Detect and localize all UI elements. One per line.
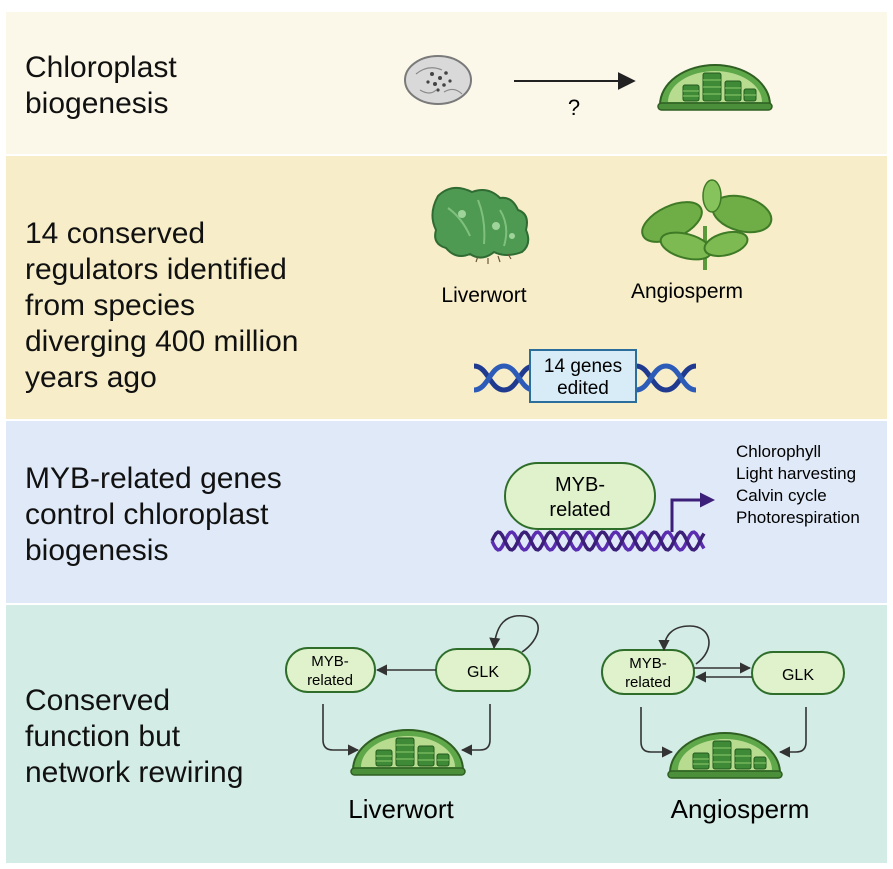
unknown-mechanism-label: ? xyxy=(568,95,580,120)
title-line: diverging 400 million xyxy=(25,325,299,358)
target-chlorophyll: Chlorophyll xyxy=(736,442,821,461)
liverwort-network-label: Liverwort xyxy=(348,794,454,824)
chloroplast-icon xyxy=(657,64,773,111)
angiosperm-glk-label: GLK xyxy=(782,667,814,684)
title-line: MYB-related genes xyxy=(25,462,282,495)
title-line: biogenesis xyxy=(25,87,169,120)
genes-edited-line-1: 14 genes xyxy=(544,356,622,377)
genes-edited-box xyxy=(529,349,637,403)
title-line: network rewiring xyxy=(25,756,244,789)
liverwort-myb-line-1: MYB- xyxy=(311,653,349,670)
proplastid-icon xyxy=(404,55,472,105)
title-line: 14 conserved xyxy=(25,217,206,250)
species-label-angiosperm: Angiosperm xyxy=(631,280,743,303)
liverwort-network: MYB- related GLK Liverwort xyxy=(285,615,539,824)
liverwort-glk-label: GLK xyxy=(467,664,499,681)
myb-factor-line-1: MYB- xyxy=(555,474,605,496)
panel-3-title: MYB-related genes control chloroplast bi… xyxy=(25,461,282,569)
target-calvin-cycle: Calvin cycle xyxy=(736,486,827,505)
genes-edited-line-2: edited xyxy=(557,378,609,399)
angiosperm-chloroplast-icon xyxy=(667,732,783,779)
liverwort-icon xyxy=(431,186,530,264)
dna-helix-right xyxy=(635,363,697,393)
angiosperm-network: MYB- related GLK Angiosperm xyxy=(601,625,845,824)
angiosperm-myb-line-1: MYB- xyxy=(629,655,667,672)
title-line: from species xyxy=(25,289,196,322)
target-light-harvesting: Light harvesting xyxy=(736,464,856,483)
liverwort-myb-line-2: related xyxy=(307,672,353,689)
panel-4-title: Conserved function but network rewiring xyxy=(25,683,243,791)
title-line: regulators identified xyxy=(25,253,287,286)
panel-2-title: 14 conserved regulators identified from … xyxy=(25,216,299,396)
angiosperm-glk-to-chloroplast-arrow xyxy=(778,707,807,758)
liverwort-chloroplast-icon xyxy=(350,729,466,776)
angiosperm-myb-node xyxy=(601,649,695,695)
angiosperm-myb-to-chloroplast-arrow xyxy=(640,707,674,758)
liverwort-glk-to-chloroplast-arrow xyxy=(460,704,491,756)
angiosperm-network-label: Angiosperm xyxy=(671,794,810,824)
liverwort-myb-to-chloroplast-arrow xyxy=(322,704,360,756)
title-line: control chloroplast xyxy=(25,498,269,531)
panel-myb-related-control: MYB-related genes control chloroplast bi… xyxy=(6,421,887,603)
angiosperm-icon xyxy=(641,179,773,270)
liverwort-glk-self-loop xyxy=(489,615,539,653)
myb-related-factor xyxy=(504,462,656,530)
angiosperm-myb-line-2: related xyxy=(625,674,671,691)
dna-helix-left xyxy=(473,363,535,393)
angiosperm-glk-node xyxy=(751,651,845,695)
promoter-arrow xyxy=(670,492,715,532)
myb-factor-line-2: related xyxy=(549,499,610,521)
liverwort-myb-node xyxy=(285,647,376,693)
title-line: Conserved xyxy=(25,684,171,717)
dna-helix-purple xyxy=(490,530,706,552)
species-label-liverwort: Liverwort xyxy=(441,284,526,307)
target-photorespiration: Photorespiration xyxy=(736,508,860,527)
panel-network-rewiring: Conserved function but network rewiring xyxy=(6,605,887,863)
title-line: Chloroplast xyxy=(25,51,177,84)
title-line: biogenesis xyxy=(25,534,169,567)
angiosperm-myb-self-loop xyxy=(658,625,710,665)
panel-1-title: Chloroplast biogenesis xyxy=(25,50,177,122)
title-line: function but xyxy=(25,720,181,753)
title-line: years ago xyxy=(25,361,157,394)
